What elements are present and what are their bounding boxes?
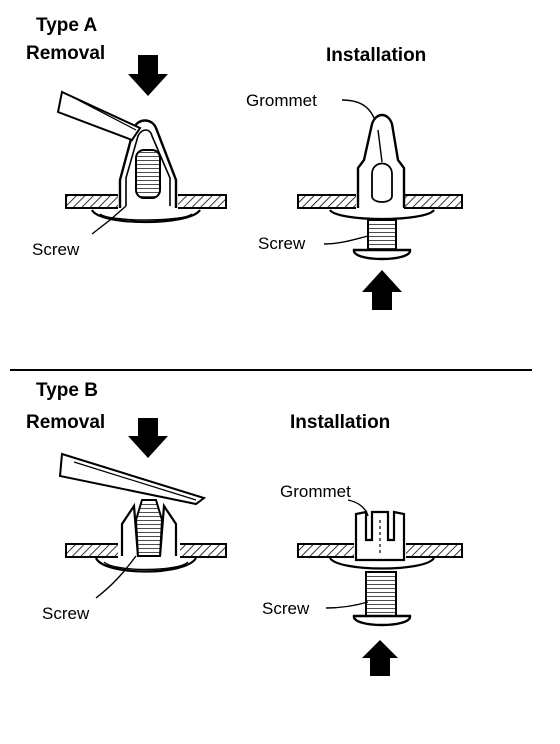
screw-head bbox=[352, 614, 412, 627]
type-b-removal-label: Removal bbox=[26, 412, 106, 433]
type-a-installation-label: Installation bbox=[326, 45, 427, 66]
screw-threads bbox=[134, 499, 164, 557]
up-arrow-icon bbox=[362, 640, 398, 676]
type-b-installation-label: Installation bbox=[290, 412, 391, 433]
type-b-removal-figure bbox=[58, 418, 227, 599]
type-b-removal-screw-label: Screw bbox=[42, 604, 90, 623]
up-arrow-icon bbox=[362, 270, 402, 310]
screw-threads bbox=[367, 219, 397, 251]
type-a-title: Type A bbox=[36, 15, 98, 36]
type-a-installation-figure bbox=[297, 99, 463, 310]
type-a-grommet-label: Grommet bbox=[246, 91, 317, 110]
type-b-grommet-label: Grommet bbox=[280, 482, 351, 501]
down-arrow-icon bbox=[128, 55, 168, 96]
type-b-installation-screw-label: Screw bbox=[262, 599, 310, 618]
screw-threads bbox=[365, 571, 397, 617]
down-arrow-icon bbox=[128, 418, 168, 458]
type-a-removal-label: Removal bbox=[26, 43, 106, 64]
type-a-removal-figure bbox=[56, 55, 227, 235]
type-a-installation-screw-label: Screw bbox=[258, 234, 306, 253]
screw-threads bbox=[135, 149, 161, 199]
grommet-body bbox=[356, 113, 406, 208]
type-b-title: Type B bbox=[36, 380, 98, 401]
type-b-installation-figure bbox=[297, 499, 463, 676]
screw-head bbox=[352, 248, 412, 261]
screwdriver-icon bbox=[58, 452, 207, 506]
screwdriver-icon bbox=[56, 90, 142, 142]
type-a-removal-screw-label: Screw bbox=[32, 240, 80, 259]
